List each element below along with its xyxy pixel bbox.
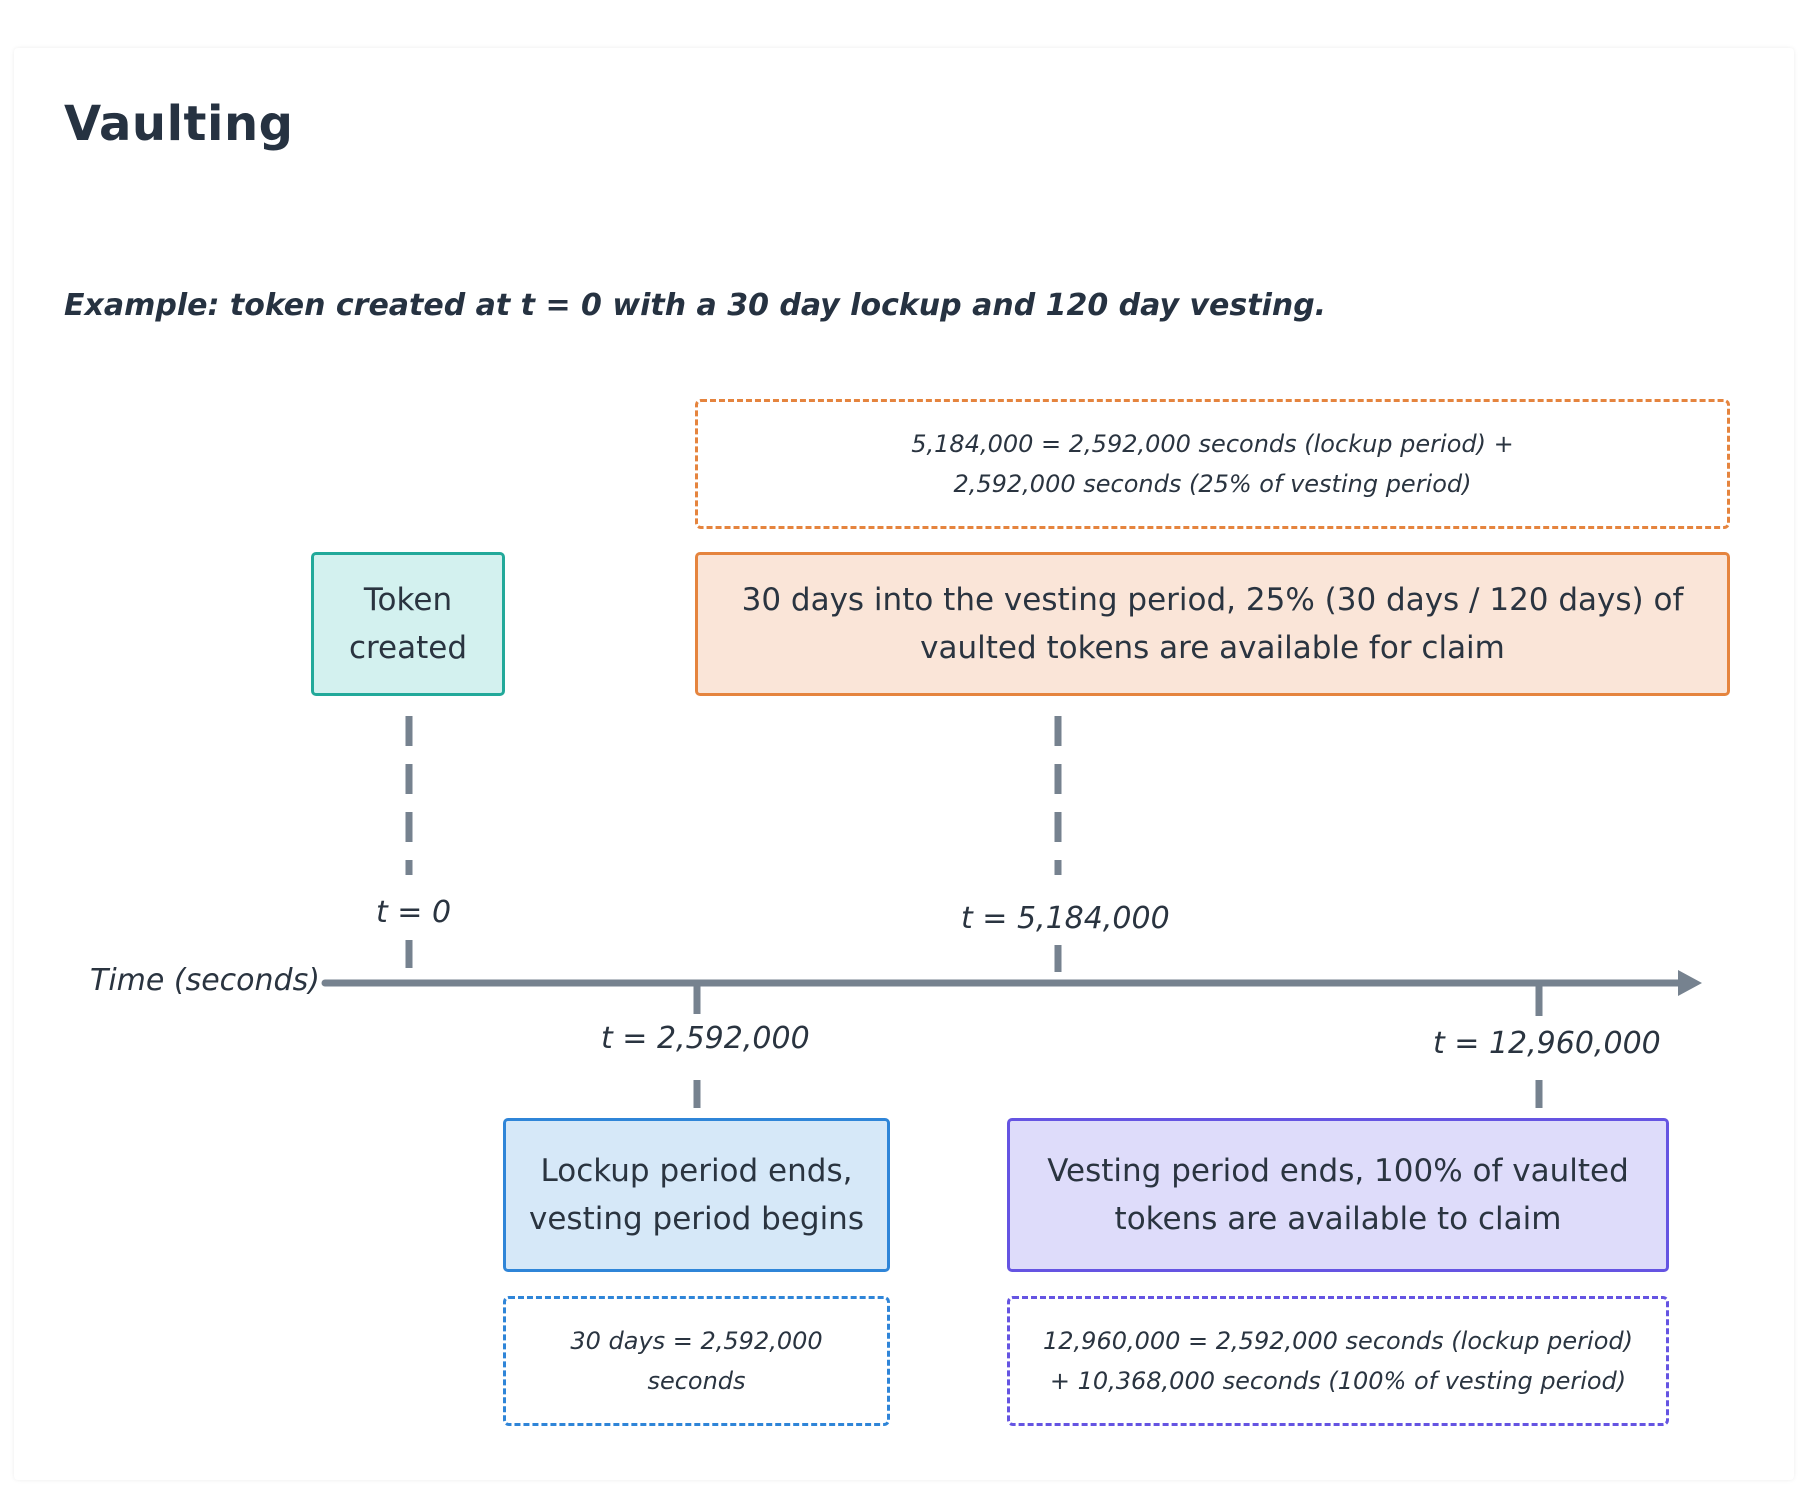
- lockup-end-box: Lockup period ends, vesting period begin…: [503, 1118, 890, 1272]
- page-title: Vaulting: [64, 96, 294, 152]
- vest25-box-line2: vaulted tokens are available for claim: [920, 630, 1505, 666]
- time-label-t5184000: t = 5,184,000: [961, 901, 1170, 936]
- vest-end-line1: Vesting period ends, 100% of vaulted: [1047, 1153, 1629, 1189]
- time-label-t2592000: t = 2,592,000: [601, 1021, 810, 1056]
- vest-end-note: 12,960,000 = 2,592,000 seconds (lockup p…: [1007, 1296, 1669, 1426]
- time-label-t0: t = 0: [376, 895, 452, 930]
- lockup-note-line1: 30 days = 2,592,000: [570, 1327, 823, 1355]
- vest-end-note-line1: 12,960,000 = 2,592,000 seconds (lockup p…: [1043, 1327, 1633, 1355]
- token-created-line1: Token: [363, 582, 453, 618]
- vest25-note-line1: 5,184,000 = 2,592,000 seconds (lockup pe…: [911, 430, 1514, 458]
- token-created-line2: created: [348, 630, 468, 666]
- lockup-end-note: 30 days = 2,592,000 seconds: [503, 1296, 890, 1426]
- vest25-note: 5,184,000 = 2,592,000 seconds (lockup pe…: [695, 399, 1730, 529]
- vest-end-note-line2: + 10,368,000 seconds (100% of vesting pe…: [1049, 1367, 1627, 1395]
- vest25-box-line1: 30 days into the vesting period, 25% (30…: [741, 582, 1684, 618]
- lockup-end-line1: Lockup period ends,: [540, 1153, 853, 1189]
- example-subtitle: Example: token created at t = 0 with a 3…: [64, 288, 1327, 323]
- vest25-note-line2: 2,592,000 seconds (25% of vesting period…: [953, 470, 1472, 498]
- vest-end-box: Vesting period ends, 100% of vaulted tok…: [1007, 1118, 1669, 1272]
- lockup-end-line2: vesting period begins: [529, 1201, 864, 1237]
- lockup-note-line2: seconds: [647, 1367, 746, 1395]
- vest-end-line2: tokens are available to claim: [1114, 1201, 1562, 1237]
- token-created-box: Token created: [311, 552, 505, 696]
- vest25-box: 30 days into the vesting period, 25% (30…: [695, 552, 1730, 696]
- time-label-t12960000: t = 12,960,000: [1433, 1026, 1661, 1061]
- time-axis-arrowhead: [1678, 970, 1702, 996]
- axis-label: Time (seconds): [90, 963, 320, 998]
